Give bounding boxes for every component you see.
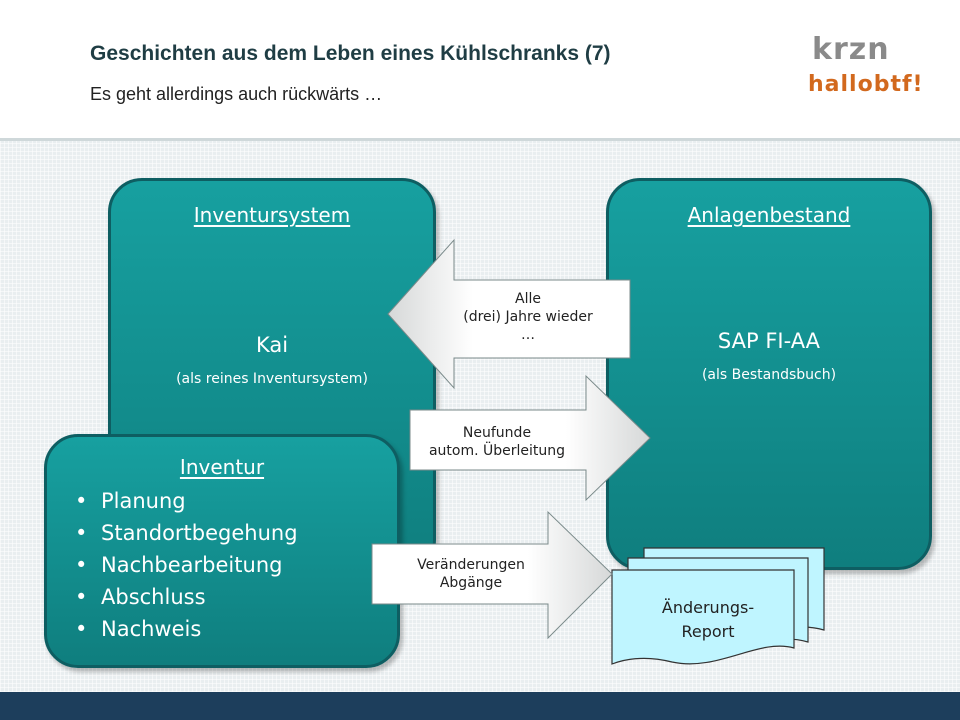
inventur-item-nachbearbeitung: Nachbearbeitung (75, 549, 298, 581)
back-arrow-line-1: Alle (515, 291, 541, 307)
inventur-list: Planung Standortbegehung Nachbearbeitung… (75, 485, 298, 645)
header-divider (0, 138, 960, 141)
inventursystem-title: Inventursystem (193, 203, 351, 227)
anlagenbestand-main: SAP FI-AA (717, 329, 821, 353)
inventur-title: Inventur (179, 455, 265, 479)
back-arrow-line-3: … (521, 327, 535, 343)
slide-title: Geschichten aus dem Leben eines Kühlschr… (90, 42, 611, 65)
inventur-item-abschluss: Abschluss (75, 581, 298, 613)
back-arrow-label: Alle (drei) Jahre wieder … (430, 290, 626, 344)
anlagenbestand-box: Anlagenbestand SAP FI-AA (als Bestandsbu… (606, 178, 932, 570)
report-line-1: Änderungs- (661, 598, 755, 617)
inventur-item-planung: Planung (75, 485, 298, 517)
inventur-box: Inventur Planung Standortbegehung Nachbe… (44, 434, 400, 668)
anlagenbestand-note: (als Bestandsbuch) (701, 367, 837, 383)
inventursystem-note: (als reines Inventursystem) (176, 371, 368, 387)
anlagenbestand-title: Anlagenbestand (687, 203, 851, 227)
neufunde-line-2: autom. Überleitung (428, 443, 566, 459)
veraenderungen-line-1: Veränderungen (417, 557, 525, 573)
right-arrow-icon (409, 374, 651, 502)
slide-header: Geschichten aus dem Leben eines Kühlschr… (0, 0, 960, 141)
inventur-item-standortbegehung: Standortbegehung (75, 517, 298, 549)
footer-bar (0, 692, 960, 720)
left-arrow-icon (387, 238, 631, 390)
inventursystem-main: Kai (255, 333, 289, 357)
neufunde-line-1: Neufunde (462, 425, 532, 441)
krzn-logo: krzn (812, 32, 890, 67)
slide-subtitle: Es geht allerdings auch rückwärts … (90, 84, 383, 104)
inventur-item-nachweis: Nachweis (75, 613, 298, 645)
neufunde-arrow-label: Neufunde autom. Überleitung (410, 424, 584, 460)
back-arrow-line-2: (drei) Jahre wieder (463, 309, 593, 325)
veraenderungen-arrow-label: Veränderungen Abgänge (376, 556, 566, 592)
veraenderungen-line-2: Abgänge (439, 575, 503, 591)
report-line-2: Report (681, 622, 735, 641)
report-documents-icon (611, 547, 825, 665)
hallobtf-logo: hallobtf! (808, 72, 924, 97)
right-arrow-icon (371, 510, 613, 640)
report-label: Änderungs- Report (618, 596, 798, 644)
